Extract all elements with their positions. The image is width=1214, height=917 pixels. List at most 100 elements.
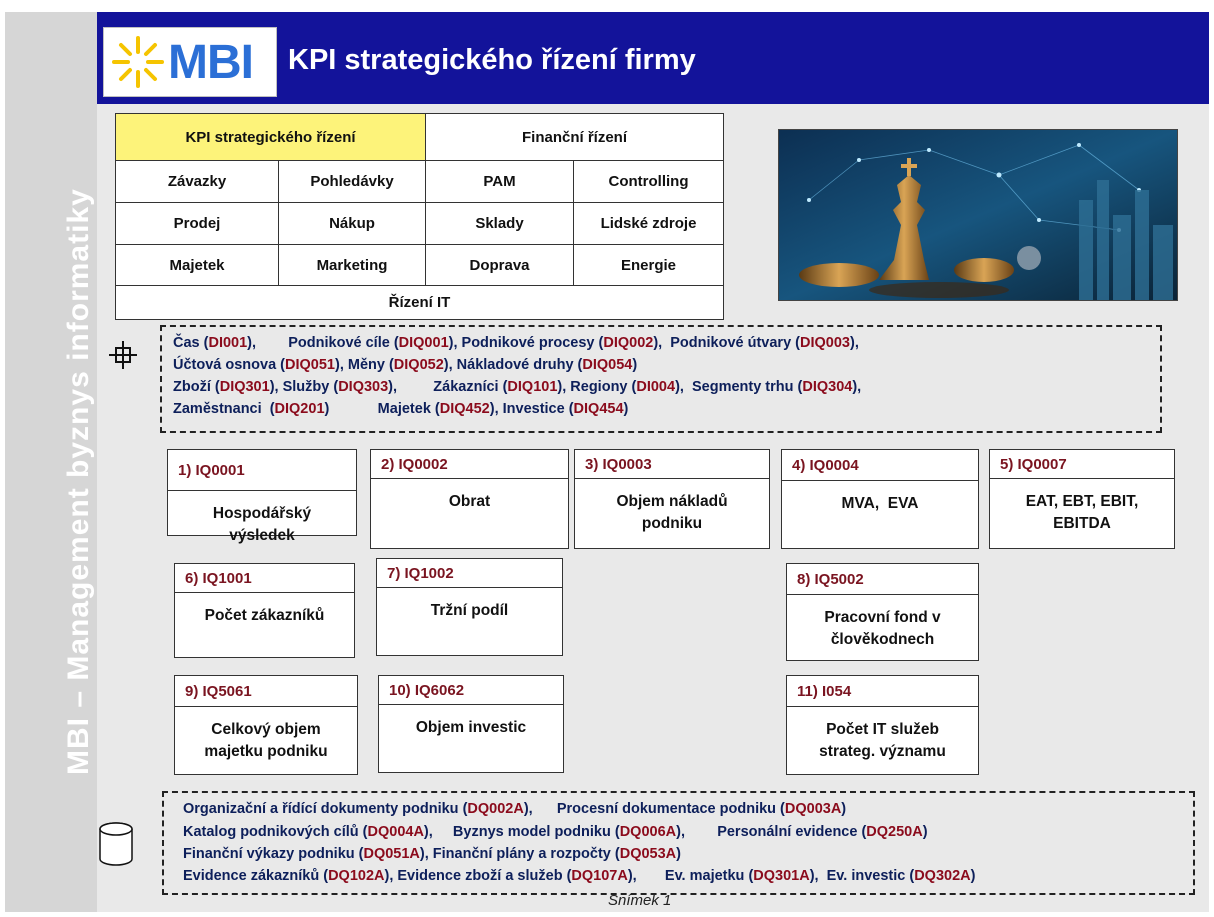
dimension-text: ), Regiony ( <box>557 379 637 395</box>
dimension-text: ) <box>632 357 638 373</box>
document-text: ), Finanční plány a rozpočty ( <box>419 846 620 862</box>
dimension-code: DIQ002 <box>603 335 654 351</box>
document-code: DQ004A <box>367 824 424 840</box>
document-text: Katalog podnikových cílů ( <box>183 824 368 840</box>
kpi-card-body[interactable]: Celkový objem majetku podniku <box>174 707 358 775</box>
document-text: ) <box>922 824 928 840</box>
kpi-card-label: EBITDA <box>1053 515 1111 532</box>
kpi-card-label: Objem nákladů <box>616 493 728 510</box>
dimension-code: DIQ454 <box>573 401 624 417</box>
crosshair-icon <box>109 341 137 369</box>
tab-marketing[interactable]: Marketing <box>278 244 426 286</box>
dimension-code: DIQ051 <box>285 357 335 373</box>
tab-rizeni-it[interactable]: Řízení IT <box>115 285 724 320</box>
dimension-text: ), Zákazníci ( <box>388 379 508 395</box>
dimension-line: Zaměstnanci (DIQ201) Majetek (DIQ452), I… <box>173 400 628 418</box>
dimension-text: Čas ( <box>173 335 209 351</box>
kpi-card-body[interactable]: MVA, EVA <box>781 481 979 549</box>
tab-zavazky[interactable]: Závazky <box>115 160 279 203</box>
document-text: ), Byznys model podniku ( <box>423 824 620 840</box>
document-line: Evidence zákazníků (DQ102A), Evidence zb… <box>183 867 975 885</box>
kpi-card-body[interactable]: Objem investic <box>378 705 564 773</box>
kpi-card-label: člověkodnech <box>830 631 935 648</box>
dimension-line: Čas (DI001), Podnikové cíle (DIQ001), Po… <box>173 334 859 352</box>
kpi-card-id[interactable]: 11) I054 <box>786 675 979 707</box>
kpi-card-label: strateg. významu <box>819 743 946 760</box>
kpi-card-body[interactable]: Počet IT služeb strateg. významu <box>786 707 979 775</box>
kpi-card-label: Počet IT služeb <box>826 721 939 738</box>
dimensions-box <box>160 325 1162 433</box>
dimension-code: DIQ452 <box>439 401 490 417</box>
dimension-code: DIQ301 <box>219 379 270 395</box>
kpi-card-id[interactable]: 6) IQ1001 <box>174 563 355 593</box>
kpi-card-body[interactable]: Počet zákazníků <box>174 593 355 658</box>
document-text: ), Ev. majetku ( <box>627 868 754 884</box>
dimension-text: ), <box>849 335 859 351</box>
database-icon <box>99 822 133 866</box>
kpi-card-id[interactable]: 2) IQ0002 <box>370 449 569 479</box>
tab-pohledavky[interactable]: Pohledávky <box>278 160 426 203</box>
tab-kpi-strategic[interactable]: KPI strategického řízení <box>115 113 426 161</box>
kpi-card-body[interactable]: Pracovní fond v člověkodnech <box>786 595 979 661</box>
document-line: Katalog podnikových cílů (DQ004A), Byzny… <box>183 823 928 841</box>
document-text: ) <box>676 846 681 862</box>
tab-nakup[interactable]: Nákup <box>278 202 426 245</box>
kpi-card-body[interactable]: Obrat <box>370 479 569 549</box>
page-title: KPI strategického řízení firmy <box>288 44 696 76</box>
kpi-card-label: Celkový objem <box>211 721 321 738</box>
tab-sklady[interactable]: Sklady <box>425 202 574 245</box>
mbi-logo: MBI <box>103 27 277 97</box>
tab-prodej[interactable]: Prodej <box>115 202 279 245</box>
dimension-text: ), <box>852 379 862 395</box>
kpi-card-body[interactable]: Tržní podíl <box>376 588 563 656</box>
slide-number: Snímek 1 <box>608 892 672 909</box>
kpi-card-label: Pracovní fond v <box>824 609 941 626</box>
document-text: ), Procesní dokumentace podniku ( <box>523 801 785 817</box>
dimension-text: Zboží ( <box>173 379 220 395</box>
dimension-code: DIQ054 <box>582 357 633 373</box>
kpi-card-id[interactable]: 5) IQ0007 <box>989 449 1175 479</box>
kpi-card-id[interactable]: 7) IQ1002 <box>376 558 563 588</box>
dimension-code: DI001 <box>208 335 248 351</box>
dimension-text: ), Nákladové druhy ( <box>443 357 583 373</box>
tab-pam[interactable]: PAM <box>425 160 574 203</box>
kpi-card-id[interactable]: 1) IQ0001 <box>167 449 357 491</box>
document-text: ) <box>841 801 847 817</box>
dimension-text: ), Podnikové procesy ( <box>448 335 604 351</box>
dimension-text: ), Podnikové cíle ( <box>247 335 399 351</box>
document-code: DQ302A <box>914 868 971 884</box>
document-code: DQ053A <box>619 846 677 862</box>
tab-energie[interactable]: Energie <box>573 244 724 286</box>
document-code: DQ107A <box>571 868 628 884</box>
document-text: Finanční výkazy podniku ( <box>183 846 364 862</box>
document-line: Organizační a řídící dokumenty podniku (… <box>183 800 846 818</box>
kpi-card-label: EAT, EBT, EBIT, <box>1025 493 1139 510</box>
kpi-card-id[interactable]: 3) IQ0003 <box>574 449 770 479</box>
tab-financial[interactable]: Finanční řízení <box>425 113 724 161</box>
dimension-code: DIQ003 <box>800 335 850 351</box>
kpi-card-id[interactable]: 9) IQ5061 <box>174 675 358 707</box>
dimension-code: DIQ303 <box>338 379 389 395</box>
kpi-card-label: Počet zákazníků <box>204 607 325 624</box>
kpi-card-label: majetku podniku <box>204 743 328 760</box>
tab-controlling[interactable]: Controlling <box>573 160 724 203</box>
dimension-code: DIQ201 <box>274 401 325 417</box>
document-code: DQ301A <box>753 868 810 884</box>
kpi-card-body[interactable]: EAT, EBT, EBIT, EBITDA <box>989 479 1175 549</box>
kpi-card-id[interactable]: 8) IQ5002 <box>786 563 979 595</box>
dimension-code: DIQ052 <box>393 357 444 373</box>
document-text: ), Evidence zboží a služeb ( <box>384 868 572 884</box>
tab-majetek[interactable]: Majetek <box>115 244 279 286</box>
kpi-card-id[interactable]: 10) IQ6062 <box>378 675 564 705</box>
tab-doprava[interactable]: Doprava <box>425 244 574 286</box>
dimension-code: DI004 <box>636 379 676 395</box>
document-code: DQ003A <box>784 801 842 817</box>
tab-lidske-zdroje[interactable]: Lidské zdroje <box>573 202 724 245</box>
dimension-text: ) Majetek ( <box>324 401 440 417</box>
kpi-card-id[interactable]: 4) IQ0004 <box>781 449 979 481</box>
document-text: ), Ev. investic ( <box>809 868 915 884</box>
dimension-text: Účtová osnova ( <box>173 357 285 373</box>
